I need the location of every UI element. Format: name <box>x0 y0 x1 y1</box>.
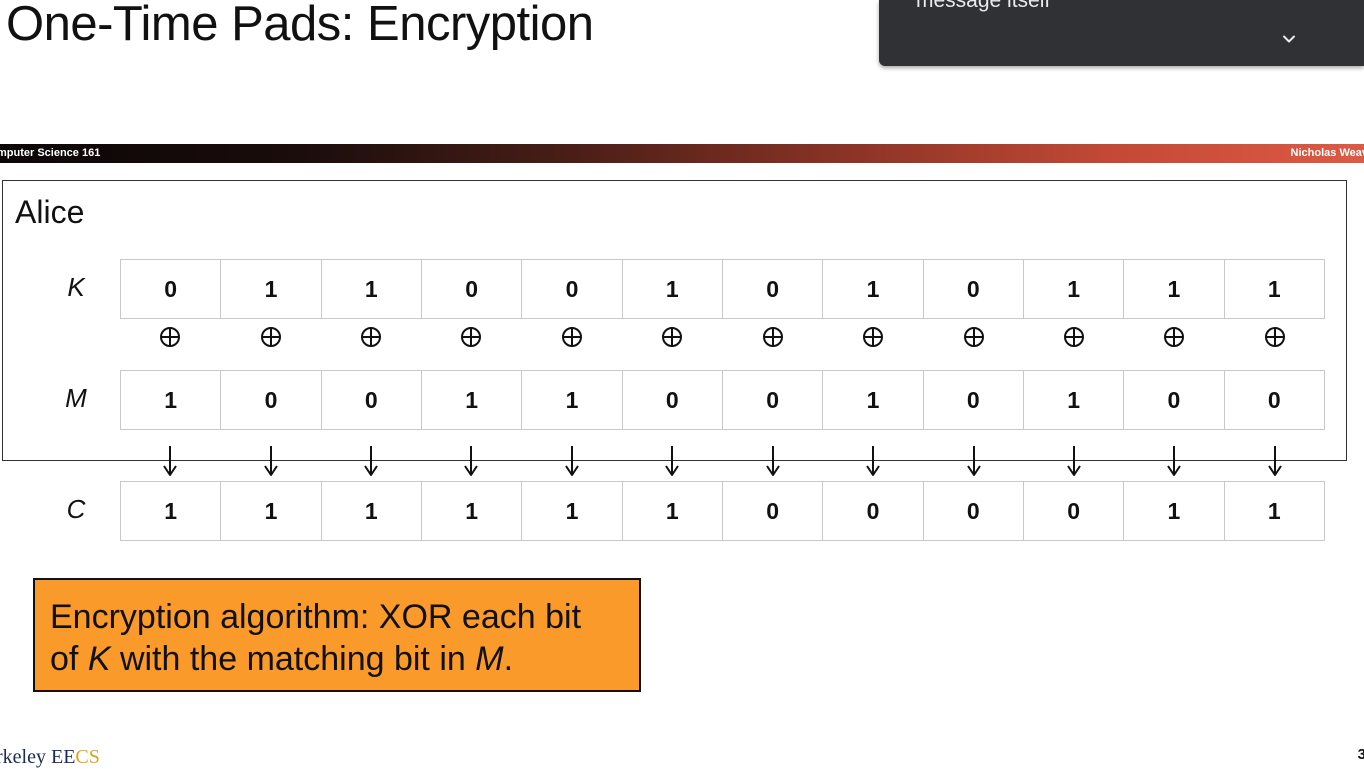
key-bit: 0 <box>522 260 623 318</box>
alice-panel <box>2 180 1347 461</box>
xor-icon <box>1024 317 1124 357</box>
ciphertext-bit: 0 <box>1024 482 1125 540</box>
down-arrow-icon <box>1225 441 1325 481</box>
xor-icon <box>923 317 1023 357</box>
note-text: with the matching bit in <box>110 640 476 678</box>
xor-icon <box>220 317 320 357</box>
key-bit: 1 <box>322 260 422 318</box>
berkeley-eecs-logo: rkeley EECS <box>0 746 100 769</box>
key-bit: 0 <box>422 260 523 318</box>
message-bit: 1 <box>823 371 924 429</box>
xor-icon <box>1225 317 1325 357</box>
note-m: M <box>475 640 504 678</box>
xor-icon <box>723 317 823 357</box>
down-arrow-icon <box>723 441 823 481</box>
logo-text: rkeley EE <box>0 746 76 768</box>
down-arrow-icon <box>1124 441 1224 481</box>
row-label-m: M <box>65 383 87 413</box>
key-bit: 1 <box>1124 260 1225 318</box>
row-label-k: K <box>67 272 85 302</box>
xor-icon <box>522 317 622 357</box>
ciphertext-bit: 1 <box>322 482 422 540</box>
down-arrow-icon <box>1024 441 1124 481</box>
page-number: 3 <box>1357 746 1364 763</box>
down-arrow-icon <box>923 441 1023 481</box>
message-bit: 1 <box>1024 371 1125 429</box>
message-bit: 0 <box>924 371 1024 429</box>
ciphertext-bit: 1 <box>221 482 322 540</box>
message-bit: 1 <box>121 371 222 429</box>
note-text: . <box>503 640 514 678</box>
xor-icon <box>1124 317 1224 357</box>
message-bit: 0 <box>623 371 723 429</box>
message-bits-row: 1 0 0 1 1 0 0 1 0 1 0 0 <box>120 370 1325 430</box>
down-arrow-icon <box>120 441 220 481</box>
key-bit: 1 <box>1024 260 1125 318</box>
key-bit: 0 <box>121 260 222 318</box>
ciphertext-bit: 1 <box>1124 482 1225 540</box>
message-bit: 0 <box>723 371 824 429</box>
ciphertext-bits-row: 1 1 1 1 1 1 0 0 0 0 1 1 <box>120 481 1325 541</box>
key-bit: 1 <box>623 260 723 318</box>
ciphertext-bit: 0 <box>924 482 1024 540</box>
xor-icon <box>823 317 923 357</box>
key-bit: 0 <box>723 260 824 318</box>
note-k: K <box>87 640 111 678</box>
down-arrow-icon <box>823 441 923 481</box>
alice-label: Alice <box>15 194 85 230</box>
ciphertext-bit: 1 <box>121 482 222 540</box>
down-arrow-icon <box>421 441 521 481</box>
slide-banner: mputer Science 161 Nicholas Weav <box>0 144 1364 163</box>
message-bit: 0 <box>221 371 322 429</box>
xor-icon <box>622 317 722 357</box>
message-bit: 1 <box>522 371 623 429</box>
row-label-c: C <box>66 494 86 524</box>
ciphertext-bit: 1 <box>1267 497 1281 524</box>
xor-icon <box>321 317 421 357</box>
note-text: of <box>50 640 88 678</box>
xor-icon <box>421 317 521 357</box>
algorithm-note: Encryption algorithm: XOR each bit of K … <box>33 578 641 692</box>
message-bit: 0 <box>1124 371 1225 429</box>
logo-accent: CS <box>75 746 100 768</box>
caption-text: message itself <box>916 0 1051 12</box>
chevron-down-icon[interactable] <box>1280 30 1298 48</box>
author-name: Nicholas Weav <box>1290 147 1364 159</box>
key-bit: 0 <box>924 260 1024 318</box>
message-bit: 0 <box>1267 386 1281 413</box>
key-bit: 1 <box>1267 275 1281 302</box>
down-arrow-icon <box>220 441 320 481</box>
key-bits-row: 0 1 1 0 0 1 0 1 0 1 1 1 <box>120 259 1325 319</box>
slide-title: One-Time Pads: Encryption <box>6 0 594 51</box>
ciphertext-bit: 1 <box>522 482 623 540</box>
down-arrow-icon <box>622 441 722 481</box>
note-line-1: Encryption algorithm: XOR each bit <box>50 598 582 636</box>
ciphertext-bit: 0 <box>723 482 824 540</box>
key-bit: 1 <box>823 260 924 318</box>
key-bit: 1 <box>221 260 322 318</box>
caption-panel: message itself <box>879 0 1364 66</box>
xor-icon <box>120 317 220 357</box>
course-name: mputer Science 161 <box>0 147 101 159</box>
down-arrow-icon <box>522 441 622 481</box>
ciphertext-bit: 1 <box>422 482 523 540</box>
ciphertext-bit: 0 <box>823 482 924 540</box>
message-bit: 1 <box>422 371 523 429</box>
message-bit: 0 <box>322 371 422 429</box>
arrow-row <box>120 441 1325 481</box>
xor-symbol-row <box>120 317 1325 357</box>
ciphertext-bit: 1 <box>623 482 723 540</box>
down-arrow-icon <box>321 441 421 481</box>
